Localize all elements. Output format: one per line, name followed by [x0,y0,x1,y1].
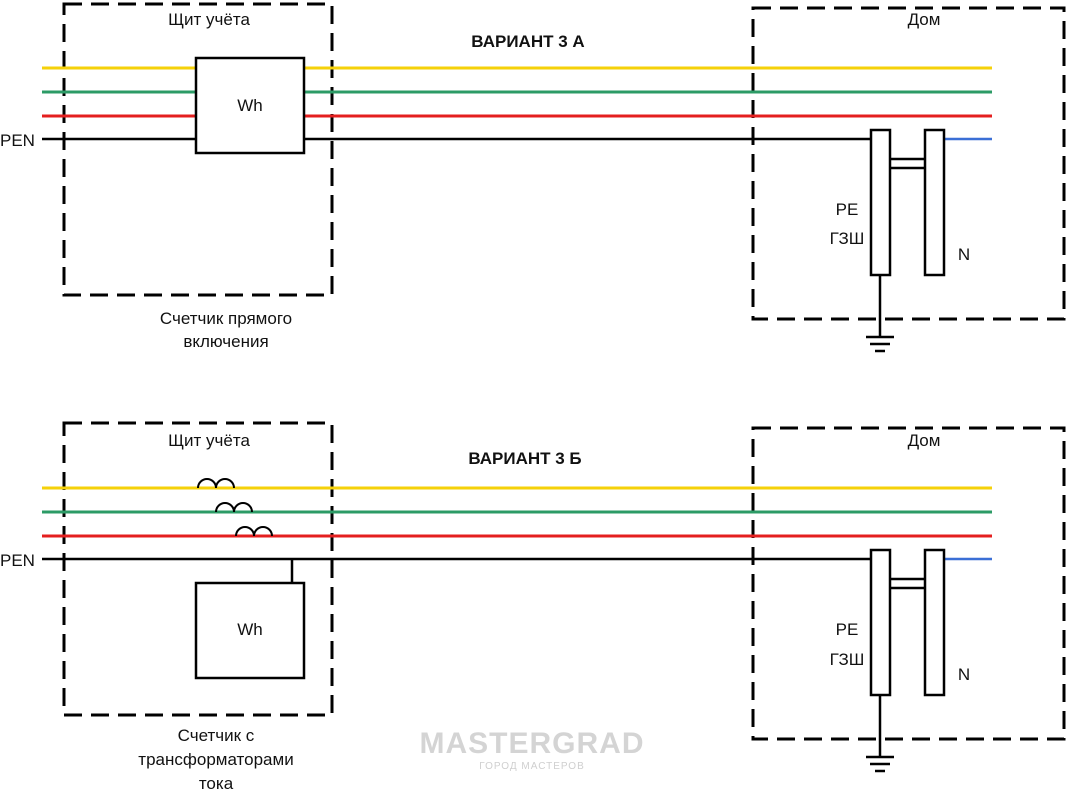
variant-a-house-frame [751,6,1066,321]
variant-a: ВАРИАНТ 3 А Щит учёта Дом PEN Wh PE ГЗШ … [0,2,1066,353]
variant-b-panel-label: Щит учёта [168,431,250,450]
variant-b-gzsh-label: ГЗШ [830,650,865,669]
variant-a-title: ВАРИАНТ 3 А [471,32,584,51]
variant-a-pe-bar [869,128,892,277]
variant-a-wires [42,66,992,141]
variant-b-house-label: Дом [908,431,941,450]
watermark: MASTERGRAD ГОРОД МАСТЕРОВ [420,727,645,772]
variant-a-caption-line-2: включения [183,332,268,351]
variant-a-house-label: Дом [908,10,941,29]
variant-b-caption-line-3: тока [199,774,234,793]
variant-b-meter-label: Wh [237,620,263,639]
variant-a-meter-label: Wh [237,96,263,115]
variant-b-title: ВАРИАНТ 3 Б [468,449,581,468]
variant-b-caption-line-2: трансформаторами [138,750,293,769]
ct-l1-icon [197,478,235,489]
variant-a-gzsh-label: ГЗШ [830,229,865,248]
variant-a-pe-label: PE [836,200,859,219]
variant-b-ground-icon [866,695,894,773]
variant-b-caption-line-1: Счетчик с [178,726,255,745]
variant-b-n-bar [923,548,946,697]
variant-a-meter [194,56,306,155]
variant-b-pe-label: PE [836,620,859,639]
watermark-subtext: ГОРОД МАСТЕРОВ [479,761,585,772]
variant-b-meter [194,581,306,680]
variant-a-panel-frame [62,2,334,297]
variant-a-n-label: N [958,245,970,264]
variant-a-pen-label: PEN [0,131,35,150]
variant-b-wires [42,486,992,561]
variant-b-pen-label: PEN [0,551,35,570]
variant-b-pe-bar [869,548,892,697]
variant-a-ground-icon [866,275,894,353]
variant-b-panel-frame [62,421,334,717]
variant-b: ВАРИАНТ 3 Б Щит учёта Дом PEN Wh [0,421,1066,793]
variant-b-current-transformers [197,478,273,537]
variant-b-n-label: N [958,665,970,684]
watermark-text: MASTERGRAD [420,727,645,760]
ct-l2-icon [215,502,253,513]
variant-b-house-frame [751,426,1066,741]
variant-a-n-bar [923,128,946,277]
variant-a-panel-label: Щит учёта [168,10,250,29]
ct-l3-icon [235,526,273,537]
variant-a-caption-line-1: Счетчик прямого [160,309,292,328]
